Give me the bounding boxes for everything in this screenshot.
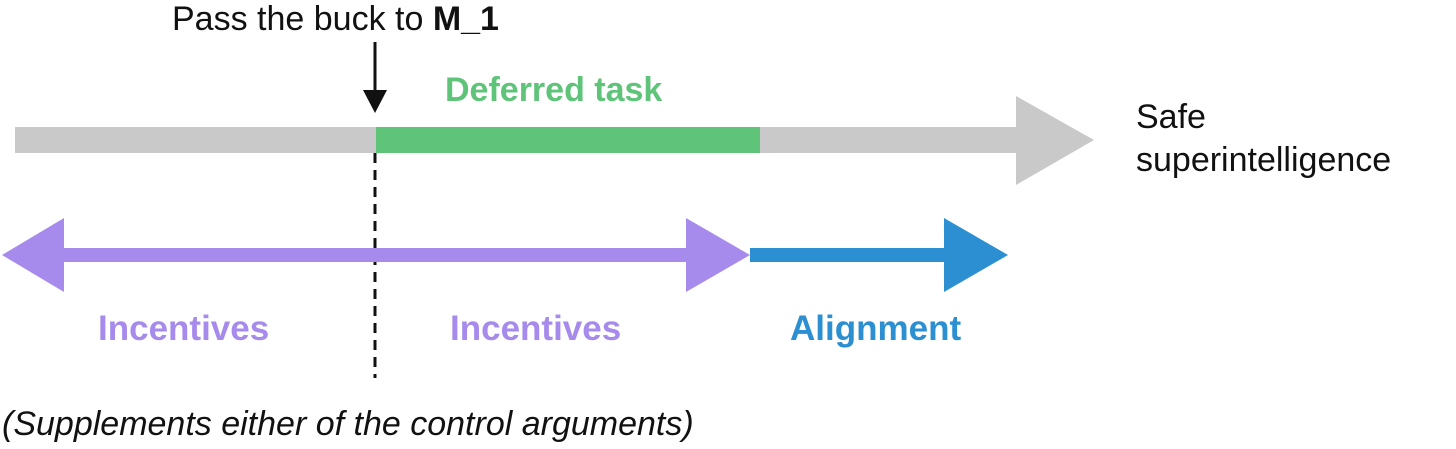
safe-superintelligence-label: Safe superintelligence	[1136, 96, 1391, 182]
pass-buck-model: M_1	[432, 0, 499, 38]
incentives-right-label: Incentives	[450, 309, 622, 348]
pass-buck-label: Pass the buck to M_1	[172, 0, 499, 38]
alignment-arrow-shaft	[750, 248, 950, 262]
alignment-label: Alignment	[790, 309, 962, 348]
deferred-task-bar	[376, 127, 760, 153]
pass-buck-pointer-head	[363, 90, 387, 113]
safe-line-1: Safe	[1136, 98, 1206, 136]
deferred-task-label: Deferred task	[445, 71, 663, 109]
incentives-arrow-shaft	[60, 248, 690, 262]
safe-line-2: superintelligence	[1136, 141, 1392, 179]
incentives-left-label: Incentives	[98, 309, 270, 348]
timeline-arrowhead	[1016, 96, 1094, 185]
pass-buck-prefix: Pass the buck to	[172, 0, 433, 38]
incentives-arrowhead-left	[2, 218, 64, 292]
alignment-arrowhead	[944, 218, 1008, 292]
footnote: (Supplements either of the control argum…	[2, 405, 694, 443]
incentives-arrowhead-right	[686, 218, 750, 292]
